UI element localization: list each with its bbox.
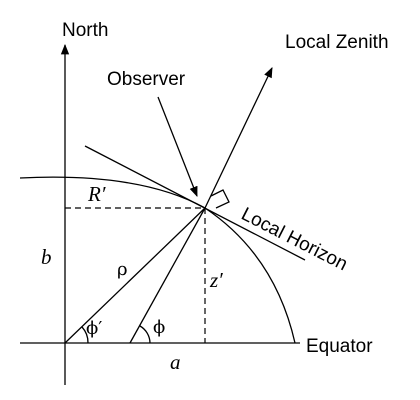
north-label: North [62,20,108,41]
rho-label: ρ [117,259,128,280]
observer-label: Observer [107,69,186,90]
equator-label: Equator [306,336,373,357]
right-angle-marker [210,189,230,209]
rho-line [64,207,206,344]
local-zenith-arrow [204,67,273,209]
observer-arrow [157,96,198,197]
a-label: a [170,350,181,374]
normal-line [129,207,206,344]
r-prime-label: R′ [87,182,106,206]
phi-prime-arc [81,326,89,344]
b-label: b [41,245,52,269]
z-prime-label: z′ [209,268,223,292]
local-zenith-label: Local Zenith [285,32,389,53]
local-horizon-label: Local Horizon [238,204,351,275]
phi-arc [139,325,151,344]
phi-label: ϕ [153,317,165,338]
phi-prime-label: ϕ′ [86,318,102,339]
local-horizon-line [84,145,306,261]
